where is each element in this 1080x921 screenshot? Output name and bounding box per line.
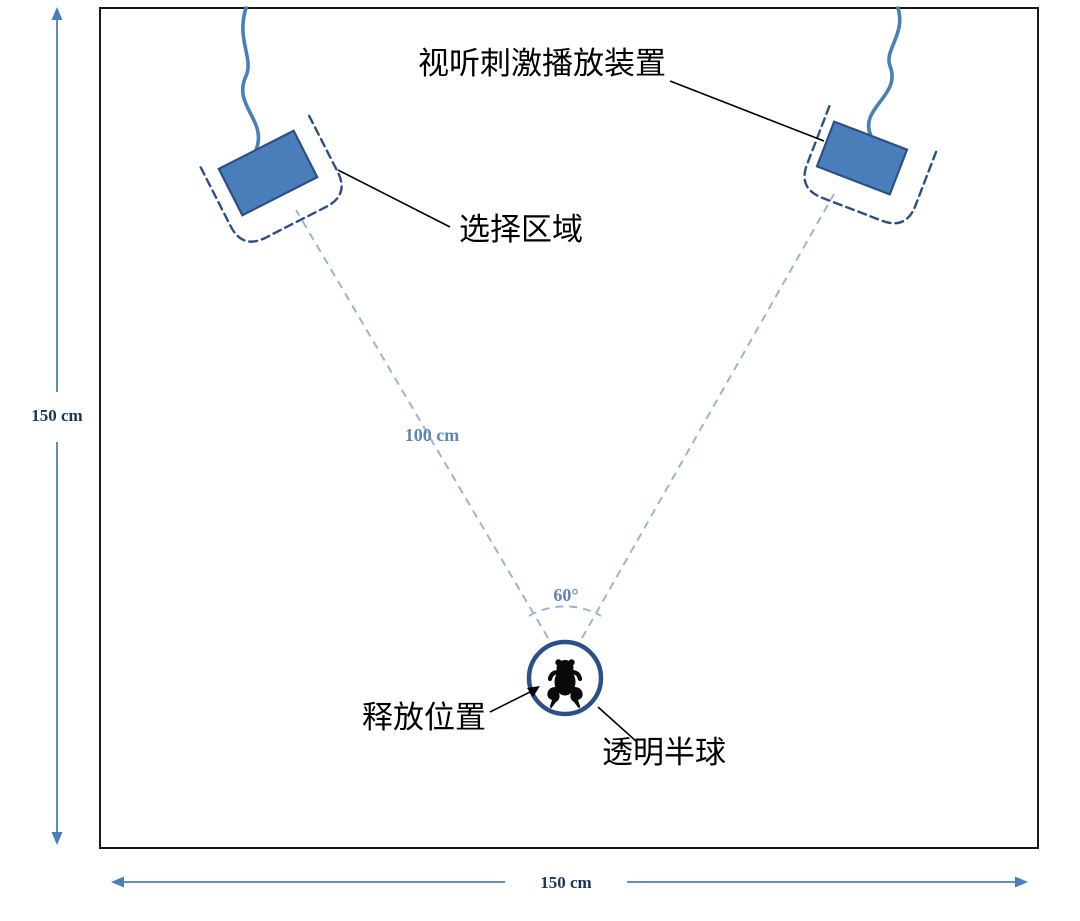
arrow-up-icon xyxy=(51,7,63,20)
arena-boundary xyxy=(99,7,1039,849)
choice-area-left xyxy=(199,111,343,243)
label-angle: 60° xyxy=(553,585,578,605)
speaker-cable-right xyxy=(866,6,902,138)
arrow-right-icon xyxy=(1015,876,1028,888)
leader-release-position xyxy=(489,689,535,713)
label-device: 视听刺激播放装置 xyxy=(418,46,666,82)
leader-choice-area xyxy=(337,169,451,228)
height-dimension-arrow xyxy=(51,7,63,845)
label-choice-area: 选择区域 xyxy=(459,212,583,248)
label-arena-width: 150 cm xyxy=(540,873,591,892)
speaker-right xyxy=(815,120,909,196)
path-to-left-speaker xyxy=(295,209,549,639)
choice-area-right xyxy=(803,105,939,225)
width-dimension-arrow xyxy=(111,876,1028,888)
arrow-down-icon xyxy=(51,832,63,845)
path-to-right-speaker xyxy=(581,193,835,639)
leader-device xyxy=(669,80,825,142)
leader-arrowhead-icon xyxy=(527,686,540,697)
label-transparent-dome: 透明半球 xyxy=(602,735,726,771)
label-arena-height: 150 cm xyxy=(31,406,82,425)
speaker-left xyxy=(217,129,319,217)
label-release-position: 释放位置 xyxy=(362,700,486,736)
frog-icon xyxy=(547,659,583,708)
label-distance: 100 cm xyxy=(405,425,459,445)
speaker-cable-left xyxy=(240,6,261,152)
arrow-left-icon xyxy=(111,876,124,888)
leader-transparent-dome xyxy=(597,706,638,743)
